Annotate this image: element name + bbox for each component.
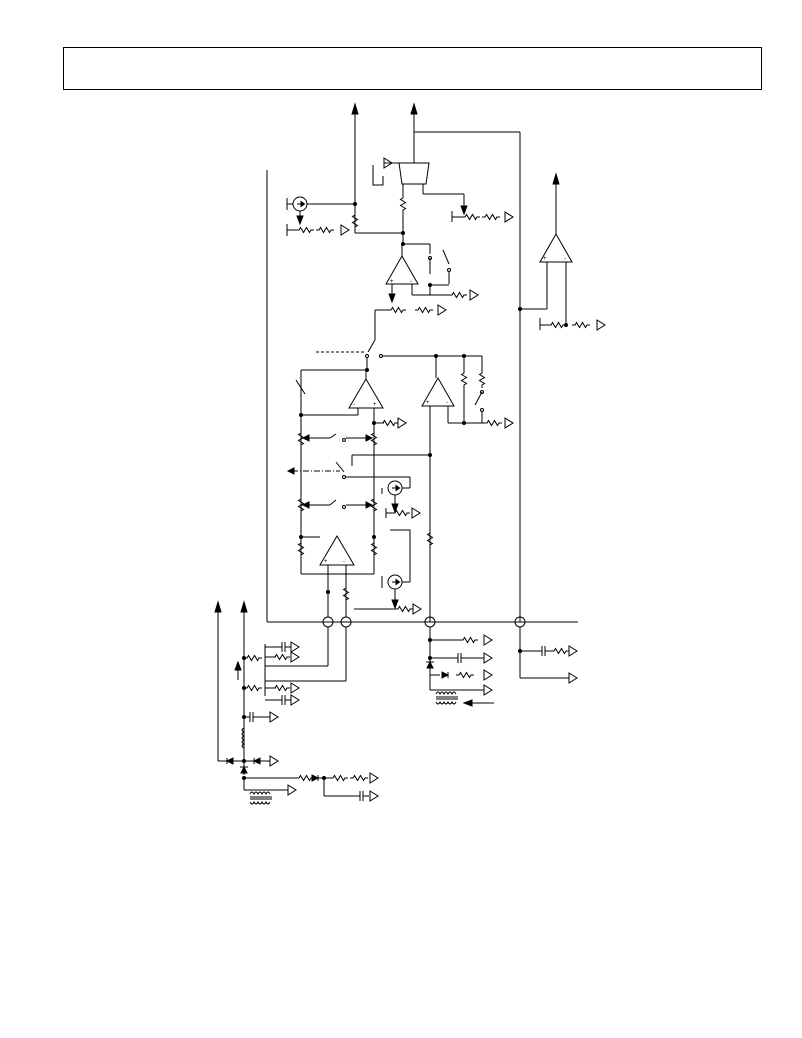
pin-minus-right: - [446, 400, 448, 406]
pin-plus: + [543, 256, 547, 262]
node3-network [426, 627, 494, 707]
left-rail [266, 170, 578, 623]
opamp-mid: + - [385, 243, 479, 304]
header-box [63, 47, 762, 90]
pin-minus-lower: - [343, 559, 345, 565]
pin-minus-mid: - [410, 279, 412, 285]
output-arrows-top [351, 102, 522, 622]
feedback-network [316, 304, 482, 372]
opamp-lower: + - [301, 535, 374, 617]
pin-plus-mid: + [390, 279, 394, 285]
opamp-upper-left: - + [295, 369, 407, 574]
input-network [214, 600, 379, 805]
switch-ladder [286, 429, 430, 559]
node4-network [518, 627, 578, 684]
pin-plus-right: + [426, 400, 430, 406]
pin-plus-ul: + [373, 402, 377, 408]
current-source-1 [286, 196, 358, 236]
opamp-right-mid: + - [421, 356, 514, 622]
pin-plus-lower: + [324, 559, 328, 565]
input-buffer-trapezoid [355, 157, 514, 246]
pin-minus: - [564, 256, 566, 262]
opamp-output-buffer: + - [520, 172, 606, 331]
pin-minus-ul: - [353, 402, 355, 408]
current-source-3 [354, 529, 422, 615]
current-source-2 [381, 480, 421, 519]
